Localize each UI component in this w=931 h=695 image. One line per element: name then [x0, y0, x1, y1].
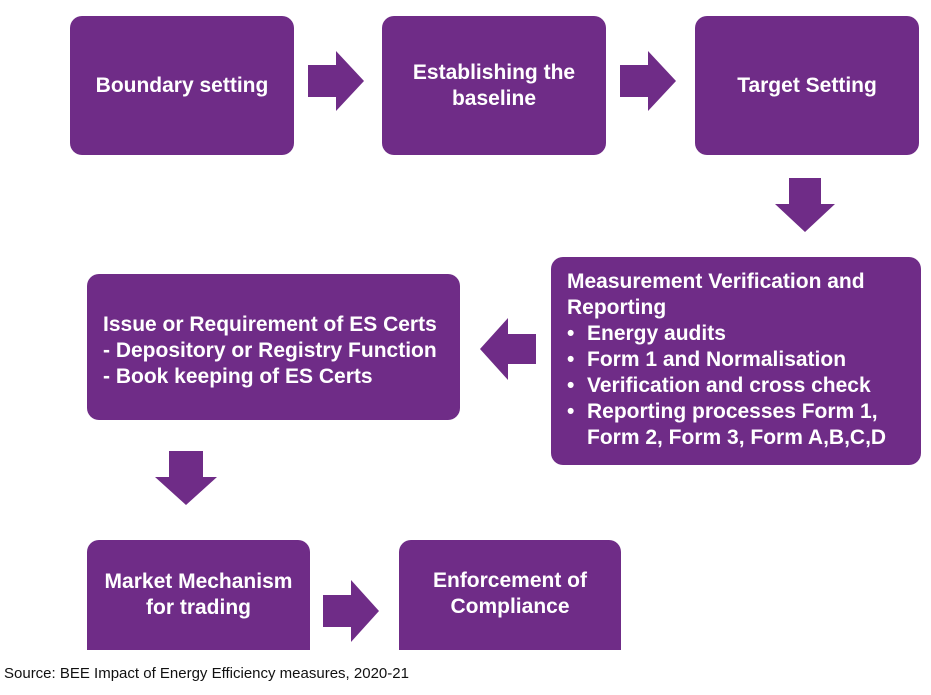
mvr-box: Measurement Verification and Reporting E…: [551, 257, 921, 465]
right-arrow-icon: [323, 580, 379, 642]
mvr-list: Energy audits Form 1 and Normalisation V…: [567, 321, 905, 451]
enforcement-box: Enforcement of Compliance: [399, 540, 621, 650]
mvr-item: Form 1 and Normalisation: [567, 347, 905, 373]
target-setting-label: Target Setting: [737, 73, 877, 97]
target-setting-box: Target Setting: [695, 16, 919, 155]
issue-certs-line: - Book keeping of ES Certs: [103, 365, 373, 388]
left-arrow-icon: [480, 318, 536, 380]
mvr-item: Verification and cross check: [567, 373, 905, 399]
right-arrow-icon: [620, 51, 676, 111]
mvr-title: Measurement Verification and Reporting: [567, 270, 865, 319]
establishing-baseline-label: Establishing the baseline: [412, 60, 576, 110]
boundary-setting-label: Boundary setting: [95, 73, 269, 97]
market-mechanism-box: Market Mechanism for trading: [87, 540, 310, 650]
establishing-baseline-box: Establishing the baseline: [382, 16, 606, 155]
issue-certs-box: Issue or Requirement of ES Certs - Depos…: [87, 274, 460, 420]
issue-certs-line: - Depository or Registry Function: [103, 339, 437, 362]
boundary-setting-box: Boundary setting: [70, 16, 294, 155]
mvr-item: Reporting processes Form 1, Form 2, Form…: [567, 399, 905, 451]
mvr-item: Energy audits: [567, 321, 905, 347]
down-arrow-icon: [775, 178, 835, 232]
market-mechanism-label: Market Mechanism for trading: [104, 570, 293, 619]
down-arrow-icon: [155, 451, 217, 505]
issue-certs-title: Issue or Requirement of ES Certs: [103, 313, 437, 336]
right-arrow-icon: [308, 51, 364, 111]
source-caption: Source: BEE Impact of Energy Efficiency …: [4, 665, 409, 682]
enforcement-label: Enforcement of Compliance: [432, 569, 587, 618]
